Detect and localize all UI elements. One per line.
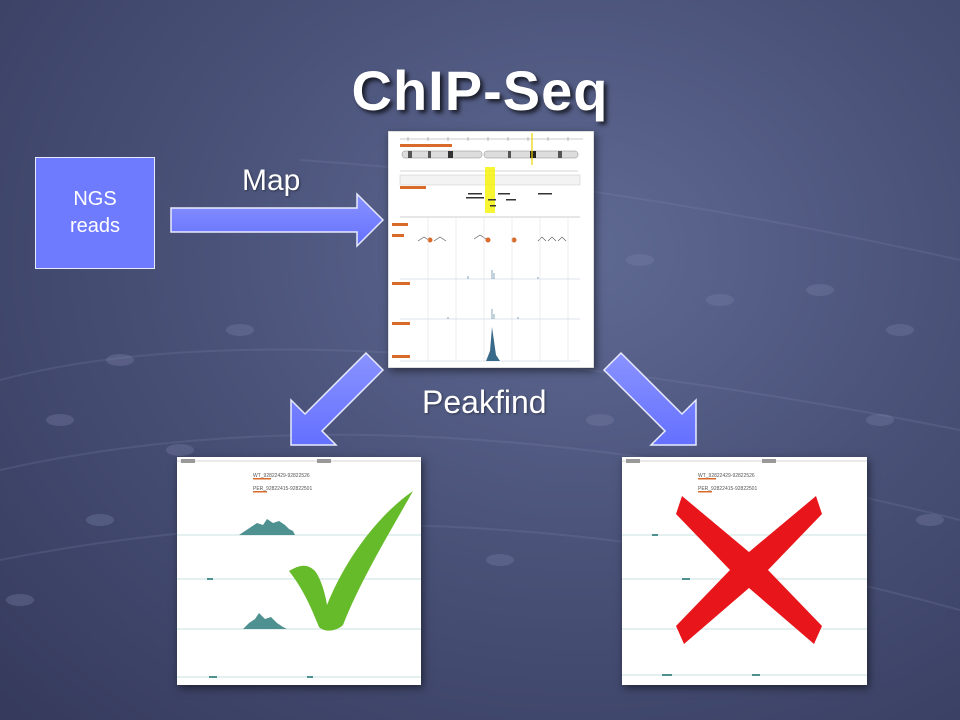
right-track-text-1: WT_92822429-92822526: [698, 473, 755, 479]
checkmark-icon: [289, 491, 413, 631]
left-track-text-2: PER_92822415-92822501: [253, 486, 312, 492]
ngs-label-line2: reads: [69, 215, 121, 237]
peakfind-label: Peakfind: [422, 384, 547, 420]
ngs-reads-box: NGS reads: [35, 157, 155, 269]
peak-result-positive: WT_92822429-92822526 PER_92822415-928225…: [177, 457, 421, 685]
ngs-label-line1: NGS: [73, 188, 117, 210]
cross-icon: [676, 496, 822, 644]
peak-result-negative: WT_92822429-92822526 PER_92822415-928225…: [622, 457, 867, 685]
genome-browser-image: [388, 131, 594, 368]
left-track-text-1: WT_92822429-92822526: [253, 473, 310, 479]
right-track-text-2: PER_92822415-92822501: [698, 486, 757, 492]
map-label: Map: [242, 164, 301, 197]
slide-title: ChIP-Seq: [351, 59, 609, 122]
